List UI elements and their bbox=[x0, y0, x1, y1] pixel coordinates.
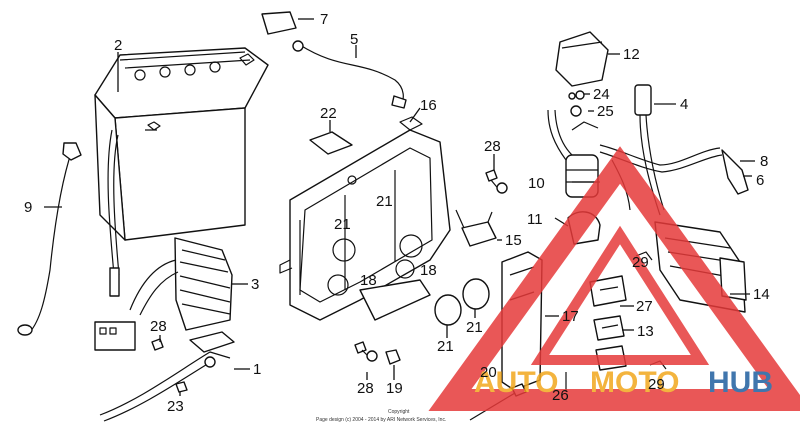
callout-3: 3 bbox=[251, 276, 259, 293]
callout-7: 7 bbox=[320, 11, 328, 28]
watermark-text-3: HUB bbox=[708, 366, 773, 399]
watermark-logo: AUTO MOTO HUB bbox=[428, 146, 800, 411]
callout-21d: 21 bbox=[437, 338, 454, 355]
callout-26: 26 bbox=[552, 387, 569, 404]
callout-18b: 18 bbox=[360, 272, 377, 289]
battery bbox=[94, 47, 269, 297]
callout-21a: 21 bbox=[376, 193, 393, 210]
callout-24: 24 bbox=[593, 86, 610, 103]
callout-23: 23 bbox=[167, 398, 184, 415]
battery-cable bbox=[17, 142, 82, 336]
cable-5 bbox=[261, 11, 407, 109]
callout-22: 22 bbox=[320, 105, 337, 122]
bolt bbox=[485, 169, 508, 194]
cushion-disc bbox=[434, 294, 462, 326]
callout-20: 20 bbox=[480, 364, 497, 381]
leader-lines bbox=[44, 18, 755, 396]
starter-relay bbox=[547, 31, 609, 198]
watermark-text-1: AUTO bbox=[474, 366, 558, 399]
callout-25: 25 bbox=[597, 103, 614, 120]
callout-12: 12 bbox=[623, 46, 640, 63]
bolt bbox=[354, 341, 378, 362]
pad-plate bbox=[309, 131, 353, 155]
clip bbox=[461, 221, 497, 247]
callout-16: 16 bbox=[420, 97, 437, 114]
callout-19: 19 bbox=[386, 380, 403, 397]
callout-18a: 18 bbox=[420, 262, 437, 279]
battery-box-frame bbox=[279, 116, 451, 321]
clip-23 bbox=[175, 381, 188, 393]
callout-28b: 28 bbox=[150, 318, 167, 335]
callout-28a: 28 bbox=[484, 138, 501, 155]
callout-8: 8 bbox=[760, 153, 768, 170]
callout-4: 4 bbox=[680, 96, 688, 113]
callout-1: 1 bbox=[253, 361, 261, 378]
washer bbox=[568, 92, 576, 100]
callout-29b: 29 bbox=[648, 376, 665, 393]
callout-5: 5 bbox=[350, 31, 358, 48]
callout-17: 17 bbox=[562, 308, 579, 325]
callout-14: 14 bbox=[753, 286, 770, 303]
copyright-line-2: Page design (c) 2004 - 2014 by ARI Netwo… bbox=[316, 417, 446, 423]
callout-numbers: 7 2 5 12 4 24 25 16 22 28 8 6 10 9 21 11… bbox=[24, 11, 770, 415]
callout-10: 10 bbox=[528, 175, 545, 192]
watermark-text-2: MOTO bbox=[590, 366, 679, 399]
watermark-triangle bbox=[428, 146, 800, 411]
cushion-disc bbox=[462, 278, 490, 310]
regulator-rectifier bbox=[94, 237, 233, 351]
callout-21b: 21 bbox=[334, 216, 351, 233]
copyright-line-1: Copyright bbox=[388, 409, 410, 415]
callout-9: 9 bbox=[24, 199, 32, 216]
callout-27: 27 bbox=[636, 298, 653, 315]
callout-2: 2 bbox=[114, 37, 122, 54]
bolt bbox=[151, 338, 164, 351]
callout-21c: 21 bbox=[466, 319, 483, 336]
callout-15: 15 bbox=[505, 232, 522, 249]
sub-harness bbox=[99, 331, 235, 422]
callout-13: 13 bbox=[637, 323, 654, 340]
callout-6: 6 bbox=[756, 172, 764, 189]
nut bbox=[385, 349, 401, 365]
callout-28c: 28 bbox=[357, 380, 374, 397]
callout-11: 11 bbox=[527, 211, 543, 228]
callout-29a: 29 bbox=[632, 254, 649, 271]
